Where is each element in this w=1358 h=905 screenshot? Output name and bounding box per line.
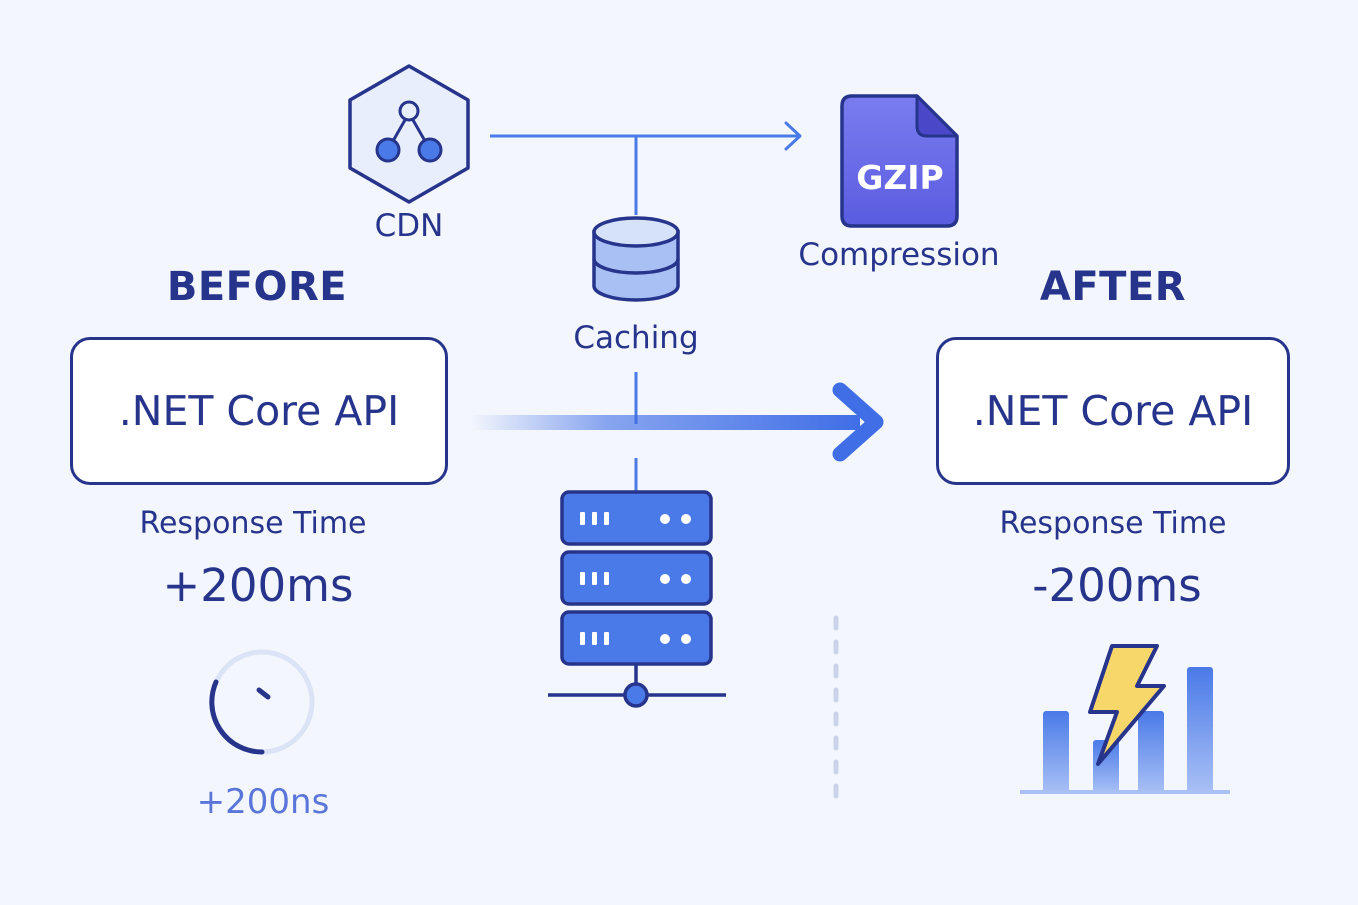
before-api-box: .NET Core API bbox=[70, 337, 448, 485]
after-response-time-label: Response Time bbox=[999, 506, 1227, 541]
before-after-flow-arrow bbox=[470, 382, 884, 462]
share-network-icon bbox=[348, 64, 470, 204]
after-api-label: .NET Core API bbox=[972, 387, 1254, 435]
cdn-label: CDN bbox=[374, 208, 444, 244]
bar-chart-lightning-icon bbox=[1020, 644, 1230, 794]
after-response-time-value: -200ms bbox=[1032, 559, 1202, 612]
caching-label: Caching bbox=[573, 320, 699, 356]
before-gauge-value: +200ns bbox=[196, 782, 330, 822]
before-response-time-label: Response Time bbox=[139, 506, 367, 541]
stopwatch-gauge-icon bbox=[209, 649, 315, 755]
after-heading: AFTER bbox=[1039, 264, 1187, 310]
cdn-to-compression-arrow bbox=[490, 121, 802, 151]
compression-label: Compression bbox=[798, 237, 1000, 273]
gzip-file-icon: GZIP bbox=[840, 94, 959, 228]
gzip-badge-text: GZIP bbox=[856, 158, 943, 197]
before-response-time-value: +200ms bbox=[162, 559, 354, 612]
server-rack-icon bbox=[548, 490, 726, 708]
before-api-label: .NET Core API bbox=[118, 387, 400, 435]
database-icon bbox=[592, 216, 680, 302]
before-heading: BEFORE bbox=[166, 264, 348, 310]
after-api-box: .NET Core API bbox=[936, 337, 1290, 485]
